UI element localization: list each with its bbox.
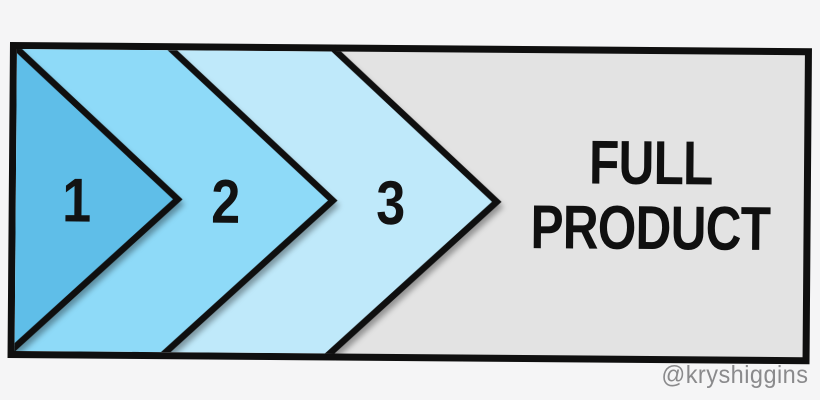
process-box: 1 2 3 FULL PRODUCT [7, 42, 812, 365]
chevron-graphic [14, 49, 502, 358]
stage-2-label: 2 [210, 167, 241, 237]
full-product-line1: FULL [588, 128, 713, 199]
full-product-line2: PRODUCT [529, 193, 771, 264]
stage-3-label: 3 [375, 168, 406, 239]
full-product-text: FULL PRODUCT [529, 128, 771, 264]
full-product-label: FULL PRODUCT [496, 53, 805, 357]
stage-1-label: 1 [61, 166, 92, 236]
watermark-text: @kryshiggins [660, 361, 808, 389]
